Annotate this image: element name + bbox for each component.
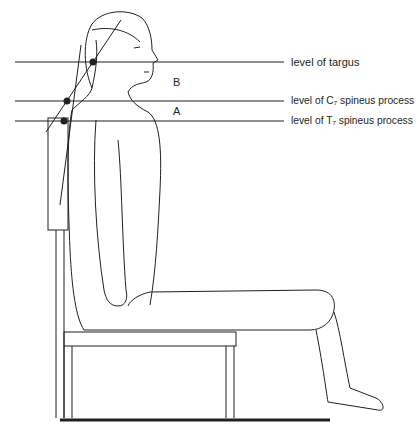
chair-leg	[226, 346, 227, 418]
hair-line	[92, 29, 140, 89]
angle-letter: A	[172, 105, 181, 117]
angle-letter: B	[172, 76, 181, 88]
lower-leg-outline	[316, 312, 383, 410]
level-label: level of C₇ spineus process	[290, 95, 415, 106]
thigh-outline	[84, 290, 334, 330]
level-line	[15, 121, 284, 122]
back-outline	[68, 88, 92, 330]
level-line	[15, 62, 284, 63]
tragus-point	[90, 59, 97, 66]
reference-line	[60, 45, 81, 205]
eye-mark	[134, 47, 140, 48]
mouth-mark	[144, 72, 149, 73]
chair-post	[64, 230, 65, 418]
chair-leg	[234, 346, 235, 418]
level-label: level of targus	[290, 56, 360, 68]
chair-seat	[64, 332, 236, 346]
arm-outline	[94, 120, 126, 306]
head-outline	[85, 12, 158, 92]
chest-outline	[128, 92, 161, 305]
c7-point	[64, 98, 71, 105]
chair-backrest	[48, 118, 68, 230]
chair-post	[56, 230, 57, 418]
level-label: level of T₇ spineus process	[290, 115, 414, 126]
chair-leg	[72, 346, 73, 418]
reference-line	[46, 20, 121, 132]
level-line	[15, 101, 284, 102]
chair-leg	[64, 346, 65, 418]
t7-point	[61, 118, 68, 125]
floor-line	[60, 419, 330, 422]
